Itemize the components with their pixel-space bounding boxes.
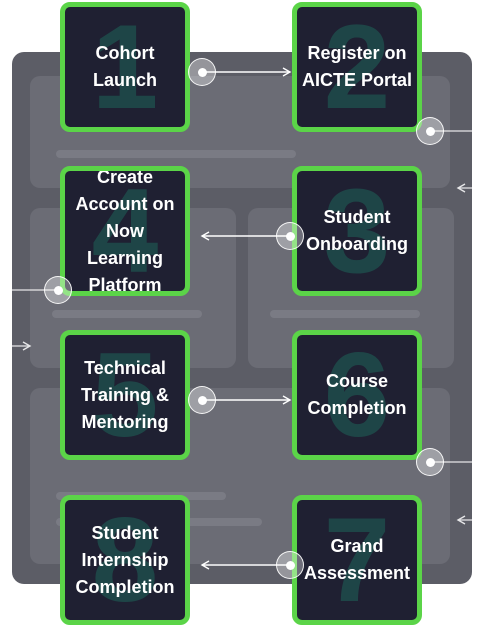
step-number: 6 [323, 330, 391, 460]
connector-dot-step-4 [44, 276, 72, 304]
step-label: Student Onboarding [306, 207, 408, 254]
step-3-student-onboarding: 3 Student Onboarding [292, 166, 422, 296]
step-6-course-completion: 6 Course Completion [292, 330, 422, 460]
step-7-grand-assessment: 7 Grand Assessment [292, 495, 422, 625]
connector-2-to-3 [430, 130, 485, 193]
step-label: Grand Assessment [303, 536, 411, 583]
step-label: Cohort Launch [92, 43, 157, 90]
connector-dot-step-6 [416, 448, 444, 476]
step-label: Student Internship Completion [75, 522, 175, 597]
step-label: Create Account on Now Learning Platform [75, 166, 175, 295]
connector-dot-step-3 [276, 222, 304, 250]
step-8-internship-completion: 8 Student Internship Completion [60, 495, 190, 625]
connector-4-to-5 [1, 289, 58, 351]
connector-dot-step-2 [416, 117, 444, 145]
step-5-technical-training: 5 Technical Training & Mentoring [60, 330, 190, 460]
connector-dot-step-5 [188, 386, 216, 414]
connector-6-to-7 [430, 461, 485, 525]
ghost-line [270, 310, 420, 318]
step-number: 7 [323, 495, 391, 625]
step-label: Register on AICTE Portal [301, 43, 412, 90]
step-label: Course Completion [307, 371, 407, 418]
connector-dot-step-1 [188, 58, 216, 86]
step-2-register-aicte: 2 Register on AICTE Portal [292, 2, 422, 132]
step-number: 2 [323, 2, 391, 132]
step-number: 8 [91, 495, 159, 625]
step-number: 4 [91, 166, 159, 296]
step-number: 3 [323, 166, 391, 296]
ghost-line [56, 150, 296, 158]
step-4-create-account: 4 Create Account on Now Learning Platfor… [60, 166, 190, 296]
ghost-line [52, 310, 202, 318]
step-1-cohort-launch: 1 Cohort Launch [60, 2, 190, 132]
step-number: 1 [91, 2, 159, 132]
connector-dot-step-7 [276, 551, 304, 579]
step-number: 5 [91, 330, 159, 460]
step-label: Technical Training & Mentoring [80, 357, 169, 432]
